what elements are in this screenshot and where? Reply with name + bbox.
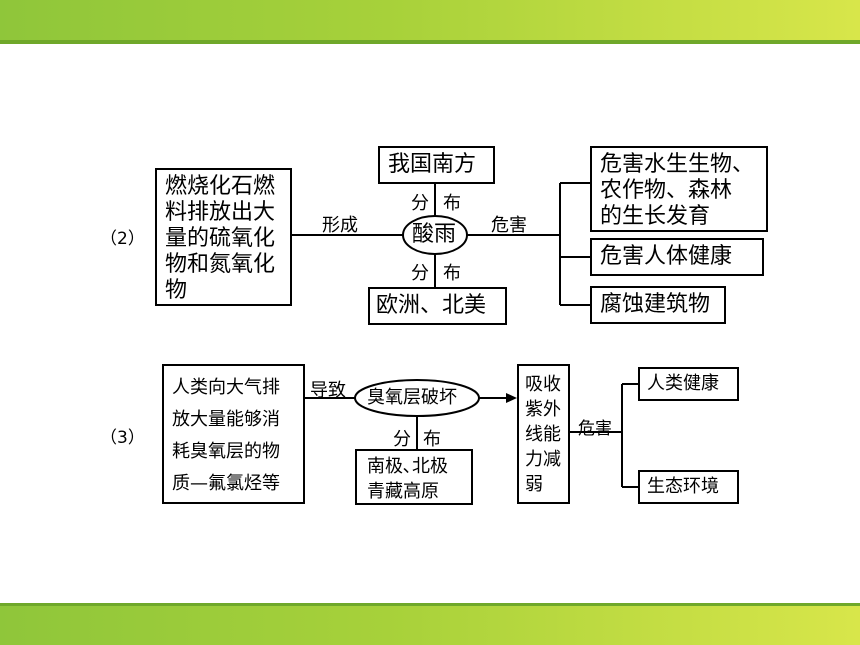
bottom-distribution-bu: 布 [443,263,461,284]
harm-label-2: 危害 [491,215,527,236]
bottom-region-box: 欧洲、北美 [368,287,507,325]
acid-rain-center: 酸雨 [412,222,457,247]
bottom-banner-line [0,603,860,606]
harm-box-3: 腐蚀建筑物 [590,286,726,324]
human-health-box: 人类健康 [638,367,739,401]
ecology-box: 生态环境 [638,470,739,504]
harm-box-1: 危害水生生物、农作物、森林的生长发育 [590,146,768,232]
acid-rain-source-box: 燃烧化石燃料排放出大量的硫氧化物和氮氧化物 [155,168,292,306]
bottom-banner [0,606,860,645]
top-region-box: 我国南方 [378,146,495,184]
uv-effect-text: 吸收紫外线能力减弱 [525,374,561,495]
ozone-center: 臭氧层破坏 [367,387,457,408]
ozone-region-text: 南极､北极青藏高原 [367,456,448,502]
human-health-text: 人类健康 [647,373,719,394]
top-distribution-fen: 分 [411,193,429,214]
top-banner-line [0,40,860,44]
section-3-number: （3） [100,428,145,448]
form-label: 形成 [322,215,358,236]
ozone-distribution-bu: 布 [423,429,441,450]
uv-effect-box: 吸收紫外线能力减弱 [517,364,570,504]
ozone-source-box: 人类向大气排放大量能够消耗臭氧层的物质—氟氯烃等 [162,364,305,504]
harm-3-text: 腐蚀建筑物 [600,292,711,317]
harm-label-3: 危害 [578,419,612,439]
lead-label: 导致 [310,380,346,401]
ozone-source-text: 人类向大气排放大量能够消耗臭氧层的物质—氟氯烃等 [172,377,280,494]
section-2-number: （2） [100,229,145,249]
harm-2-text: 危害人体健康 [600,244,733,269]
acid-rain-source-text: 燃烧化石燃料排放出大量的硫氧化物和氮氧化物 [165,174,276,303]
harm-box-2: 危害人体健康 [590,238,764,276]
bottom-distribution-fen: 分 [411,263,429,284]
ozone-distribution-fen: 分 [393,429,411,450]
top-banner [0,0,860,40]
bottom-region-text: 欧洲、北美 [376,293,487,318]
top-distribution-bu: 布 [443,193,461,214]
harm-1-text: 危害水生生物、农作物、森林的生长发育 [600,152,755,229]
top-region-text: 我国南方 [388,152,477,177]
ozone-region-box: 南极､北极青藏高原 [355,449,473,505]
ecology-text: 生态环境 [647,476,719,497]
